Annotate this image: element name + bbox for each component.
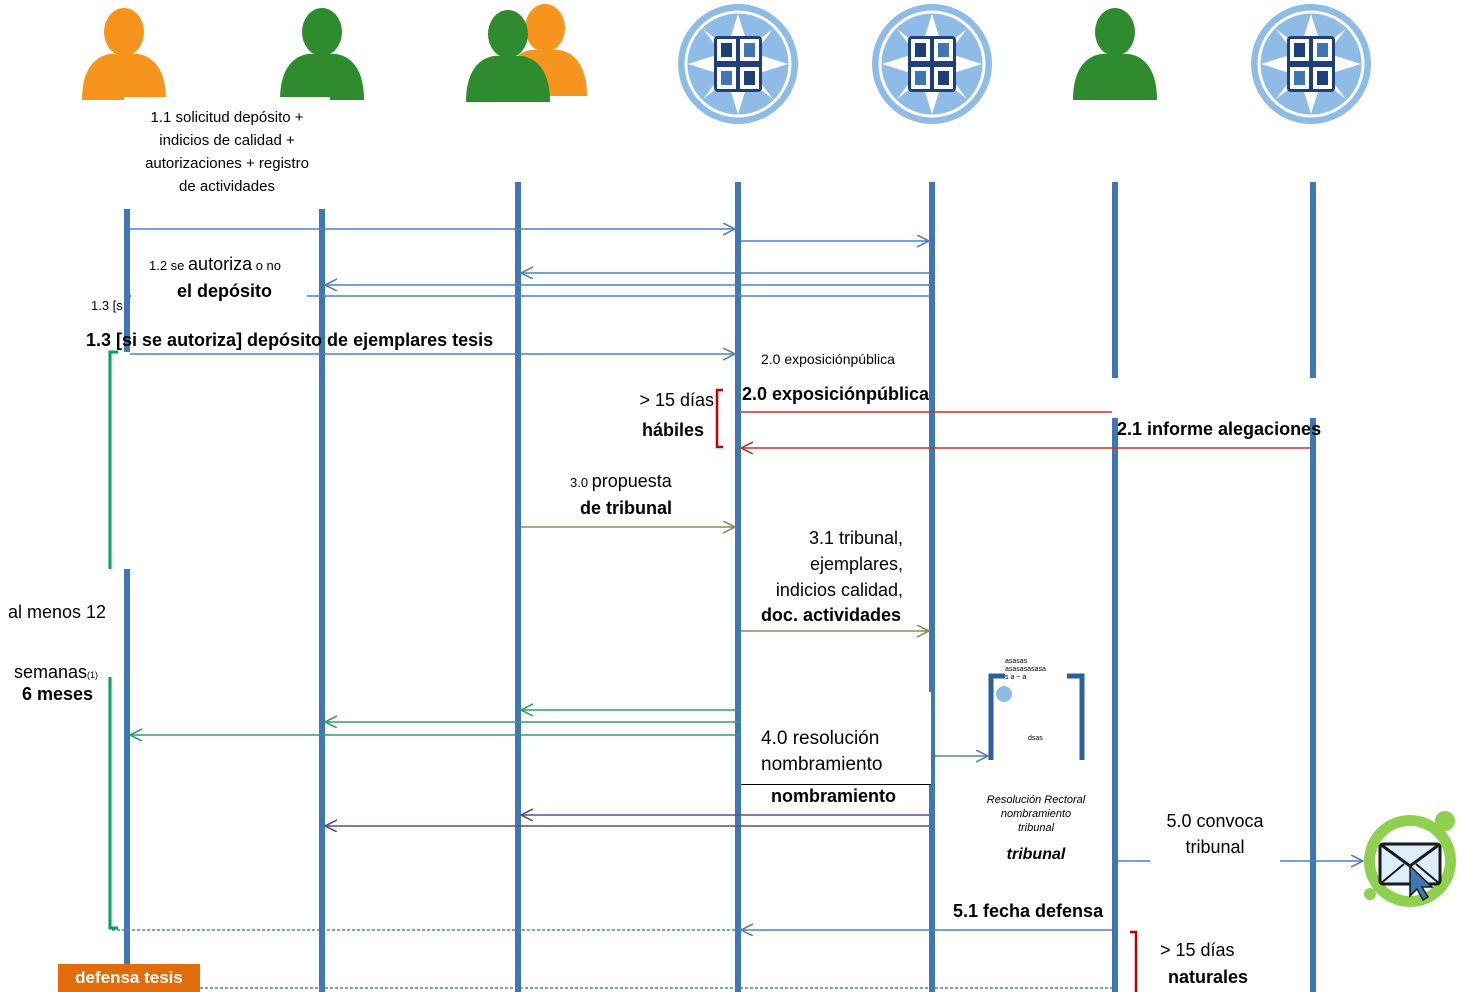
message-1-2-suffix: o no — [255, 258, 282, 273]
resolution-caption: Resolución Rectoral nombramiento tribuna… — [970, 793, 1102, 835]
tribunal-icon — [1073, 8, 1157, 100]
mask — [1112, 378, 1322, 418]
resolution-caption-line: tribunal — [1017, 822, 1055, 834]
duration-six-months: 6 meses — [22, 684, 94, 704]
message-1-1-line: autorizaciones + registro — [145, 155, 309, 172]
message-1-3-prefix: 1.3 [s — [91, 298, 123, 313]
duration-min-weeks: al menos 12 — [8, 602, 107, 622]
days-15-habiles-unit: hábiles — [641, 420, 704, 440]
message-2-0-small: 2.0 exposiciónpública — [761, 351, 895, 367]
resolution-document — [988, 673, 1085, 762]
message-1-3: 1.3 [si se autoriza] depósito de ejempla… — [86, 330, 494, 350]
message-1-1: 1.1 solicitud depósito + indicios de cal… — [124, 97, 330, 209]
mini-seal-icon — [996, 686, 1012, 702]
red-bracket-naturales — [1130, 930, 1138, 992]
arrows — [110, 229, 1363, 989]
actor-student — [82, 8, 166, 100]
message-5-0-line2: tribunal — [1185, 837, 1245, 857]
email-envelope-icon — [1364, 811, 1456, 907]
resolution-caption-bold: tribunal — [1006, 846, 1066, 863]
message-4-0-bold: nombramiento — [771, 786, 897, 806]
message-3-0-number: 3.0 — [570, 475, 589, 490]
university-seal-icon — [676, 2, 800, 126]
actor-doctorate-commission — [870, 2, 994, 126]
actor-director — [280, 8, 364, 100]
days-15-naturales: > 15 días — [1160, 940, 1235, 960]
resolution-doc-line: s a ~ a — [1005, 674, 1027, 681]
message-2-1: 2.1 informe alegaciones — [1117, 419, 1322, 439]
message-4-0-box — [741, 692, 931, 785]
days-15-habiles: > 15 días — [639, 390, 714, 410]
message-3-0: 3.0 propuesta — [570, 471, 672, 493]
message-1-2: 1.2 se autoriza o no — [149, 254, 281, 276]
resolution-caption-line: nombramiento — [1000, 808, 1072, 820]
message-3-1-line: 3.1 tribunal, — [808, 528, 903, 548]
message-3-0-line1: propuesta — [591, 471, 672, 491]
resolution-doc-line: asasas — [1005, 658, 1028, 665]
director-icon — [280, 8, 364, 100]
message-4-0-line1: 4.0 resolución — [761, 728, 880, 749]
actor-doctoral-school — [676, 2, 800, 126]
message-1-2-bg — [131, 252, 307, 302]
message-1-2-main: autoriza — [188, 254, 253, 274]
actor-rectorate — [1249, 2, 1373, 126]
mask — [110, 352, 150, 569]
message-3-1: 3.1 tribunal, ejemplares, indicios calid… — [740, 525, 903, 603]
message-3-1-bold: doc. actividades — [760, 605, 901, 625]
message-3-1-line: indicios calidad, — [775, 580, 903, 600]
resolution-doc-line: asasasasasa — [1005, 666, 1046, 673]
footnote-marker: (1) — [87, 670, 99, 680]
university-seal-icon — [1249, 2, 1373, 126]
message-5-0: 5.0 convoca tribunal — [1150, 808, 1280, 868]
message-1-1-line: indicios de calidad + — [159, 132, 295, 149]
message-1-2-prefix: 1.2 se — [149, 258, 185, 273]
actor-academic-committee — [466, 4, 587, 102]
message-1-1-line: de actividades — [179, 178, 275, 195]
lifelines — [124, 182, 1316, 992]
actor-tribunal — [1073, 8, 1157, 100]
defensa-tesis-badge: defensa tesis — [58, 964, 200, 992]
red-bracket-habiles — [715, 388, 723, 449]
duration-weeks-unit: semanas(1) — [14, 662, 98, 684]
message-1-1-line: 1.1 solicitud depósito + — [150, 109, 304, 126]
resolution-doc-line: dsas — [1028, 735, 1043, 742]
duration-weeks-text: semanas — [14, 662, 88, 682]
message-3-0-line2: de tribunal — [580, 498, 673, 518]
message-4-0-line2: nombramiento — [761, 754, 883, 775]
message-5-0-line1: 5.0 convoca — [1166, 811, 1264, 831]
days-15-naturales-unit: naturales — [1168, 967, 1249, 987]
resolution-doc-text: asasas asasasasasa s a ~ a — [1005, 658, 1046, 682]
university-seal-icon — [870, 2, 994, 126]
student-icon — [82, 8, 166, 100]
message-2-0: 2.0 exposiciónpública — [742, 384, 930, 404]
message-3-1-line: ejemplares, — [809, 554, 903, 574]
message-5-1: 5.1 fecha defensa — [953, 901, 1104, 921]
message-1-2-line2: el depósito — [177, 281, 273, 301]
duration-label-bg — [0, 569, 112, 677]
resolution-caption-line: Resolución Rectoral — [986, 794, 1086, 806]
